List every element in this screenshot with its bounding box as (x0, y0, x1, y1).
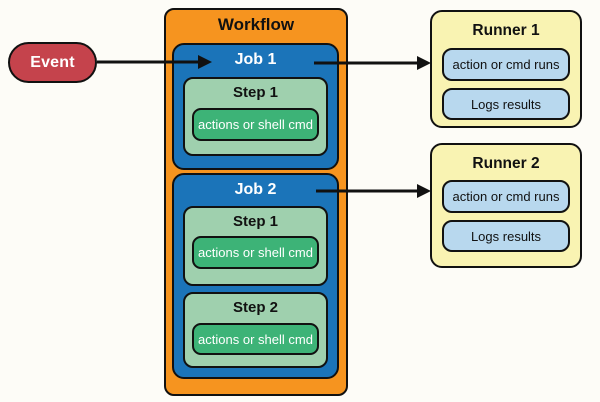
runner-1-title: Runner 1 (472, 22, 540, 39)
job-2-step-2-command-box: actions or shell cmd (192, 323, 319, 355)
job-1-step-1-command-box: actions or shell cmd (192, 108, 319, 141)
job-2-step-1-command-label: actions or shell cmd (198, 245, 313, 260)
job-2-step-1-box: Step 1 actions or shell cmd (183, 206, 328, 286)
event-label: Event (30, 53, 75, 71)
job-2-step-1-title: Step 1 (232, 213, 278, 230)
job-1-title: Job 1 (234, 51, 277, 68)
job-2-step-1-command-box: actions or shell cmd (192, 236, 319, 269)
job-2-step-2-title: Step 2 (232, 299, 278, 316)
runner-2-logs-label: Logs results (470, 228, 542, 244)
runner-1-action-label: action or cmd runs (452, 57, 560, 72)
runner-1-action-box: action or cmd runs (442, 48, 570, 81)
job-1-box: Job 1 Step 1 actions or shell cmd (172, 43, 339, 170)
job-2-box: Job 2 Step 1 actions or shell cmd Step 2… (172, 173, 339, 379)
job-2-step-2-command-label: actions or shell cmd (198, 331, 313, 347)
event-node: Event (8, 42, 97, 83)
runner-1-box: Runner 1 action or cmd runs Logs results (430, 10, 582, 128)
job-1-step-1-title: Step 1 (232, 84, 278, 101)
job-2-title: Job 2 (234, 181, 277, 198)
runner-2-box: Runner 2 action or cmd runs Logs results (430, 143, 582, 268)
runner-2-title: Runner 2 (472, 155, 540, 172)
runner-1-logs-box: Logs results (442, 88, 570, 120)
runner-2-action-label: action or cmd runs (452, 189, 560, 204)
workflow-title: Workflow (217, 15, 295, 34)
job-2-step-2-box: Step 2 actions or shell cmd (183, 292, 328, 368)
runner-2-logs-box: Logs results (442, 220, 570, 252)
job-1-step-1-box: Step 1 actions or shell cmd (183, 77, 328, 156)
job-1-step-1-command-label: actions or shell cmd (198, 117, 313, 132)
runner-1-logs-label: Logs results (470, 96, 542, 112)
runner-2-action-box: action or cmd runs (442, 180, 570, 213)
workflow-container: Workflow Job 1 Step 1 actions or shell c… (164, 8, 348, 396)
